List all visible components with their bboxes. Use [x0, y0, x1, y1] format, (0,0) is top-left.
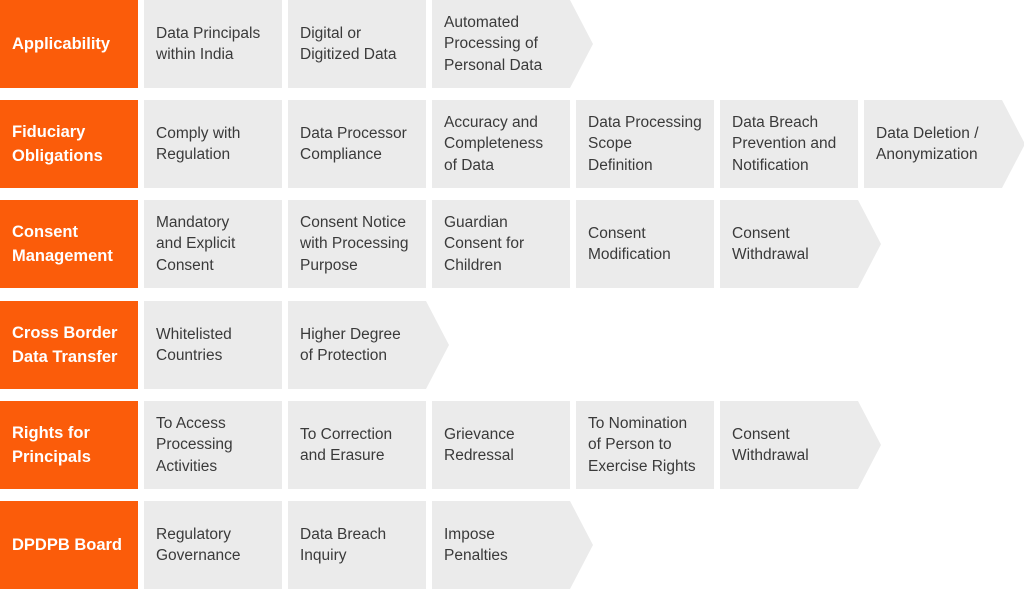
item-label: Data Processor Compliance: [300, 124, 407, 164]
row-consent-management: Consent Management Mandatory and Explici…: [0, 200, 1024, 288]
item-processing-scope-definition: Data Processing Scope Definition: [576, 100, 714, 188]
item-label: Mandatory and Explicit Consent: [156, 213, 236, 274]
category-fiduciary-obligations: Fiduciary Obligations: [0, 100, 138, 188]
item-label: Impose Penalties: [444, 525, 508, 565]
row-dpdpb-board: DPDPB Board Regulatory Governance Data B…: [0, 501, 1024, 589]
item-digital-or-digitized-data: Digital or Digitized Data: [288, 0, 426, 88]
item-label: To Access Processing Activities: [156, 414, 233, 475]
item-label: Data Breach Prevention and Notification: [732, 113, 837, 174]
item-label: Grievance Redressal: [444, 425, 515, 465]
item-label: Regulatory Governance: [156, 525, 241, 565]
item-label: Consent Withdrawal: [732, 425, 809, 465]
item-automated-processing: Automated Processing of Personal Data: [432, 0, 593, 88]
item-label: Whitelisted Countries: [156, 325, 232, 365]
item-data-principals-within-india: Data Principals within India: [144, 0, 282, 88]
category-label: Fiduciary Obligations: [12, 123, 103, 165]
item-correction-erasure: To Correction and Erasure: [288, 401, 426, 489]
item-grievance-redressal: Grievance Redressal: [432, 401, 570, 489]
category-rights-for-principals: Rights for Principals: [0, 401, 138, 489]
item-breach-prevention-notification: Data Breach Prevention and Notification: [720, 100, 858, 188]
item-regulatory-governance: Regulatory Governance: [144, 501, 282, 589]
item-label: Consent Modification: [588, 224, 671, 264]
row-cross-border-data-transfer: Cross Border Data Transfer Whitelisted C…: [0, 301, 1024, 389]
category-applicability: Applicability: [0, 0, 138, 88]
item-mandatory-explicit-consent: Mandatory and Explicit Consent: [144, 200, 282, 288]
item-whitelisted-countries: Whitelisted Countries: [144, 301, 282, 389]
item-higher-degree-protection: Higher Degree of Protection: [288, 301, 449, 389]
category-label: Rights for Principals: [12, 424, 91, 466]
item-label: To Nomination of Person to Exercise Righ…: [588, 414, 696, 475]
item-data-deletion-anonymization: Data Deletion / Anonymization: [864, 100, 1024, 188]
item-consent-withdrawal: Consent Withdrawal: [720, 200, 881, 288]
item-guardian-consent: Guardian Consent for Children: [432, 200, 570, 288]
item-label: Data Deletion / Anonymization: [876, 124, 979, 164]
category-consent-management: Consent Management: [0, 200, 138, 288]
item-label: Comply with Regulation: [156, 124, 241, 164]
category-cross-border-data-transfer: Cross Border Data Transfer: [0, 301, 138, 389]
item-label: Data Processing Scope Definition: [588, 113, 702, 174]
item-label: Digital or Digitized Data: [300, 24, 397, 64]
item-consent-withdrawal: Consent Withdrawal: [720, 401, 881, 489]
item-access-processing-activities: To Access Processing Activities: [144, 401, 282, 489]
category-label: Applicability: [12, 35, 111, 53]
item-label: Guardian Consent for Children: [444, 213, 525, 274]
category-dpdpb-board: DPDPB Board: [0, 501, 138, 589]
category-label: DPDPB Board: [12, 536, 123, 554]
category-label: Cross Border Data Transfer: [12, 324, 118, 366]
item-label: Automated Processing of Personal Data: [444, 13, 543, 74]
row-applicability: Applicability Data Principals within Ind…: [0, 0, 1024, 88]
item-impose-penalties: Impose Penalties: [432, 501, 593, 589]
item-label: Higher Degree of Protection: [300, 325, 401, 365]
item-nomination-of-person: To Nomination of Person to Exercise Righ…: [576, 401, 714, 489]
row-fiduciary-obligations: Fiduciary Obligations Comply with Regula…: [0, 100, 1024, 188]
item-label: Consent Withdrawal: [732, 224, 809, 264]
item-label: To Correction and Erasure: [300, 425, 393, 465]
row-rights-for-principals: Rights for Principals To Access Processi…: [0, 401, 1024, 489]
item-label: Consent Notice with Processing Purpose: [300, 213, 409, 274]
item-data-processor-compliance: Data Processor Compliance: [288, 100, 426, 188]
item-label: Data Breach Inquiry: [300, 525, 387, 565]
item-accuracy-completeness: Accuracy and Completeness of Data: [432, 100, 570, 188]
item-label: Accuracy and Completeness of Data: [444, 113, 544, 174]
item-data-breach-inquiry: Data Breach Inquiry: [288, 501, 426, 589]
item-consent-modification: Consent Modification: [576, 200, 714, 288]
item-comply-with-regulation: Comply with Regulation: [144, 100, 282, 188]
category-label: Consent Management: [12, 223, 113, 265]
item-consent-notice: Consent Notice with Processing Purpose: [288, 200, 426, 288]
item-label: Data Principals within India: [156, 24, 261, 64]
